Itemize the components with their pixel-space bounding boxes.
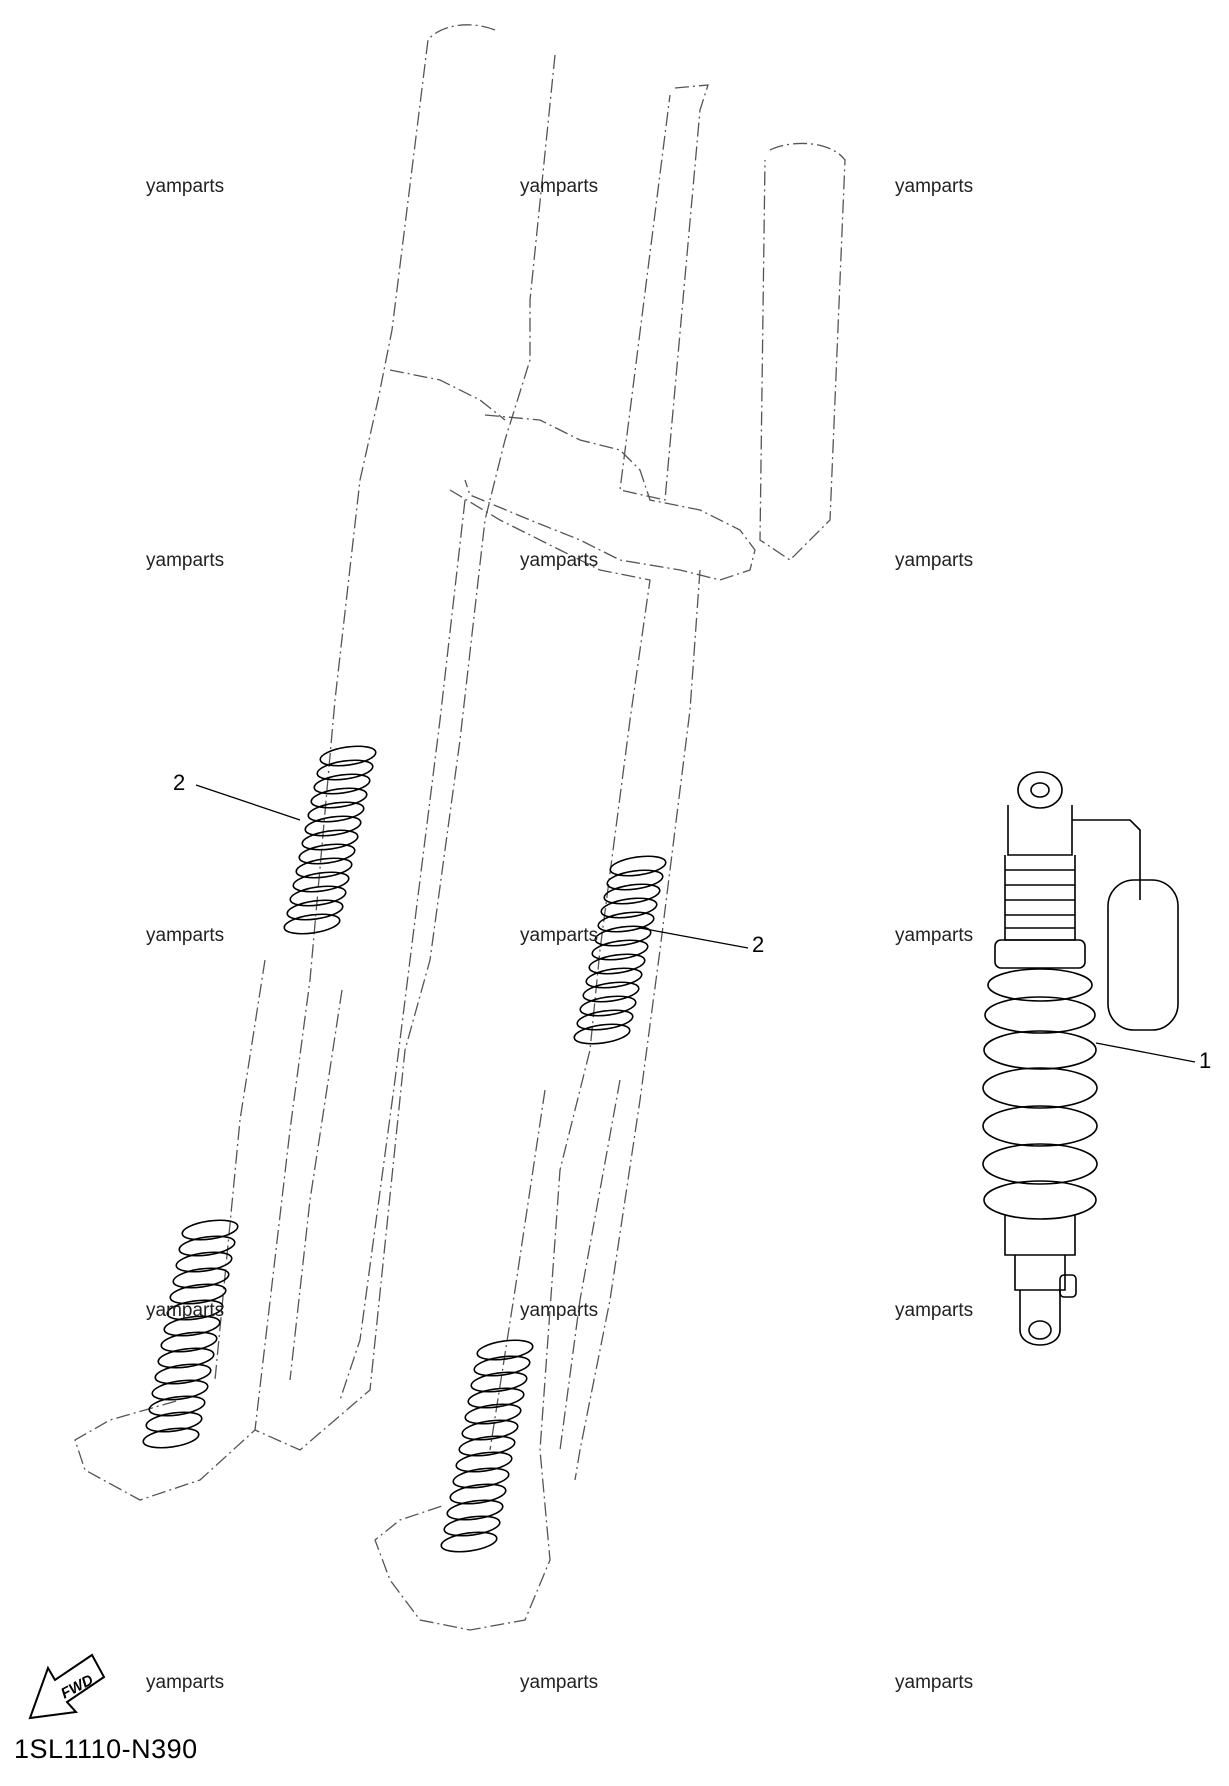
diagram-code: 1SL1110-N390 [14, 1734, 198, 1764]
callout-leaders [195, 784, 1196, 1063]
fwd-arrow-icon: FWD [28, 1653, 106, 1720]
callout-2-left: 2 [173, 770, 186, 795]
rear-shock-absorber [982, 771, 1179, 1346]
watermark: yamparts [895, 176, 974, 197]
callout-2-right: 2 [752, 932, 765, 957]
watermark: yamparts [520, 925, 599, 946]
watermark: yamparts [520, 176, 599, 197]
watermark: yamparts [895, 925, 974, 946]
right-fork-outline [339, 489, 701, 1631]
left-lower-fork-spring [142, 1219, 239, 1449]
left-upper-fork-spring [283, 745, 377, 935]
watermark: yamparts [146, 1672, 225, 1693]
watermark: yamparts [146, 176, 225, 197]
right-lower-fork-spring [440, 1339, 534, 1553]
rear-tube-outline [619, 84, 846, 561]
watermark: yamparts [146, 550, 225, 571]
fork-crown-outline [389, 369, 756, 581]
watermark: yamparts [146, 1300, 225, 1321]
callout-1-shock: 1 [1199, 1048, 1212, 1073]
watermark: yamparts [520, 550, 599, 571]
watermark: yamparts [520, 1672, 599, 1693]
right-upper-fork-spring [573, 855, 667, 1045]
watermark: yamparts [146, 925, 225, 946]
watermark: yamparts [895, 550, 974, 571]
watermark: yamparts [895, 1672, 974, 1693]
left-fork-outline [74, 24, 556, 1501]
watermark: yamparts [520, 1300, 599, 1321]
watermark: yamparts [895, 1300, 974, 1321]
